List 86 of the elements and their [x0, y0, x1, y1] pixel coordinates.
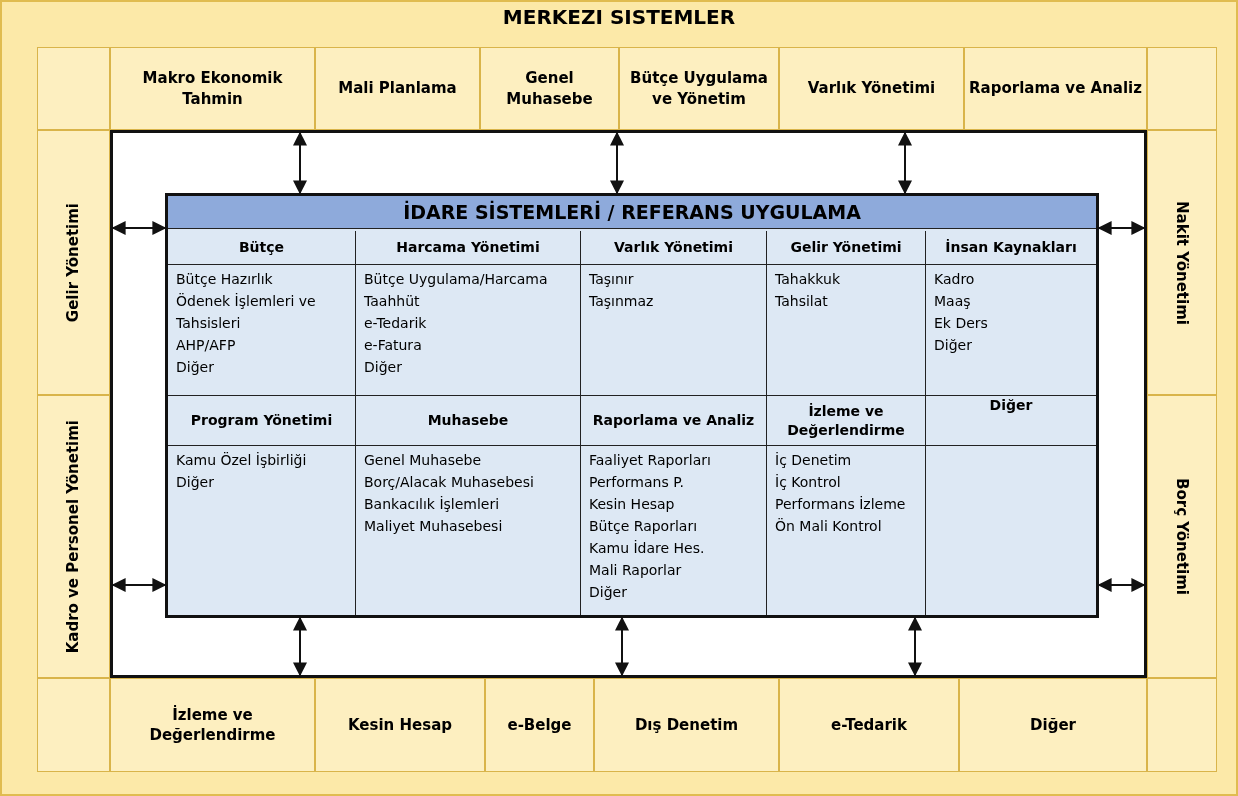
list-item: Taşınmaz: [588, 292, 655, 311]
module-box: Dış Denetim: [594, 678, 779, 772]
module-box: e-Tedarik: [779, 678, 959, 772]
inner-panel: [110, 130, 1147, 678]
double-arrow: [898, 131, 912, 195]
double-arrow: [293, 131, 307, 195]
category-panel: [168, 231, 356, 396]
module-box: Genel Muhasebe: [480, 47, 619, 130]
list-item: Kesin Hesap: [588, 495, 676, 514]
column-heading: Diğer: [926, 396, 1096, 446]
list-item: Diğer: [933, 336, 973, 355]
double-arrow: [610, 131, 624, 195]
list-item: Diğer: [175, 358, 215, 377]
system-panel: [165, 193, 1099, 618]
module-box: Kadro ve Personel Yönetimi: [37, 395, 110, 678]
module-box: Nakit Yönetimi: [1147, 130, 1217, 395]
column-heading: Muhasebe: [356, 396, 580, 446]
list-item: Kamu Özel İşbirliği: [175, 451, 308, 470]
list-item: İç Kontrol: [774, 473, 842, 492]
list-item: Ek Ders: [933, 314, 989, 333]
module-box: Varlık Yönetimi: [779, 47, 964, 130]
double-arrow: [293, 616, 307, 677]
column-heading: Raporlama ve Analiz: [581, 396, 766, 446]
module-box: Kesin Hesap: [315, 678, 485, 772]
corner-box: [37, 47, 110, 130]
list-item: Faaliyet Raporları: [588, 451, 712, 470]
module-box: İzleme ve Değerlendirme: [110, 678, 315, 772]
list-item: Ön Mali Kontrol: [774, 517, 883, 536]
list-item: Mali Raporlar: [588, 561, 683, 580]
category-panel: [581, 231, 767, 396]
module-box: Diğer: [959, 678, 1147, 772]
list-item: Kamu İdare Hes.: [588, 539, 706, 558]
double-arrow: [111, 578, 167, 592]
module-box: Gelir Yönetimi: [37, 130, 110, 395]
column-heading: İnsan Kaynakları: [926, 231, 1096, 265]
list-item: İç Denetim: [774, 451, 853, 470]
list-item: Bankacılık İşlemleri: [363, 495, 501, 514]
list-item: Borç/Alacak Muhasebesi: [363, 473, 535, 492]
list-item: Maaş: [933, 292, 972, 311]
module-box: Makro Ekonomik Tahmin: [110, 47, 315, 130]
list-item: Performans P.: [588, 473, 685, 492]
category-panel: [767, 396, 926, 615]
category-panel: [767, 231, 926, 396]
list-item: Bütçe Raporları: [588, 517, 699, 536]
double-arrow: [615, 616, 629, 677]
panel-title: İDARE SİSTEMLERİ / REFERANS UYGULAMA: [168, 196, 1096, 229]
list-item: Maliyet Muhasebesi: [363, 517, 504, 536]
list-item: Taşınır: [588, 270, 635, 289]
list-item: Tahsilat: [774, 292, 829, 311]
list-item: Ödenek İşlemleri ve Tahsisleri: [175, 292, 317, 333]
list-item: e-Tedarik: [363, 314, 428, 333]
column-heading: İzleme ve Değerlendirme: [767, 396, 925, 446]
double-arrow: [1097, 578, 1146, 592]
module-box: Bütçe Uygulama ve Yönetim: [619, 47, 779, 130]
corner-box: [1147, 47, 1217, 130]
list-item: Performans İzleme: [774, 495, 907, 514]
column-heading: Harcama Yönetimi: [356, 231, 580, 265]
column-heading: Program Yönetimi: [168, 396, 355, 446]
module-box: Mali Planlama: [315, 47, 480, 130]
list-item: Diğer: [588, 583, 628, 602]
module-box: e-Belge: [485, 678, 594, 772]
module-box: Borç Yönetimi: [1147, 395, 1217, 678]
corner-box: [37, 678, 110, 772]
list-item: Bütçe Uygulama/Harcama: [363, 270, 549, 289]
category-panel: [581, 396, 767, 615]
list-item: Kadro: [933, 270, 976, 289]
list-item: e-Fatura: [363, 336, 423, 355]
category-panel: [168, 396, 356, 615]
list-item: AHP/AFP: [175, 336, 237, 355]
frame-title: MERKEZI SISTEMLER: [501, 5, 737, 29]
double-arrow: [908, 616, 922, 677]
column-heading: Varlık Yönetimi: [581, 231, 766, 265]
list-item: Diğer: [363, 358, 403, 377]
corner-box: [1147, 678, 1217, 772]
double-arrow: [111, 221, 167, 235]
list-item: Bütçe Hazırlık: [175, 270, 274, 289]
category-panel: [356, 396, 581, 615]
column-heading: Bütçe: [168, 231, 355, 265]
list-item: Diğer: [175, 473, 215, 492]
list-item: Tahakkuk: [774, 270, 842, 289]
list-item: Genel Muhasebe: [363, 451, 483, 470]
double-arrow: [1097, 221, 1146, 235]
column-heading: Gelir Yönetimi: [767, 231, 925, 265]
module-box: Raporlama ve Analiz: [964, 47, 1147, 130]
list-item: Taahhüt: [363, 292, 421, 311]
category-panel: [356, 231, 581, 396]
